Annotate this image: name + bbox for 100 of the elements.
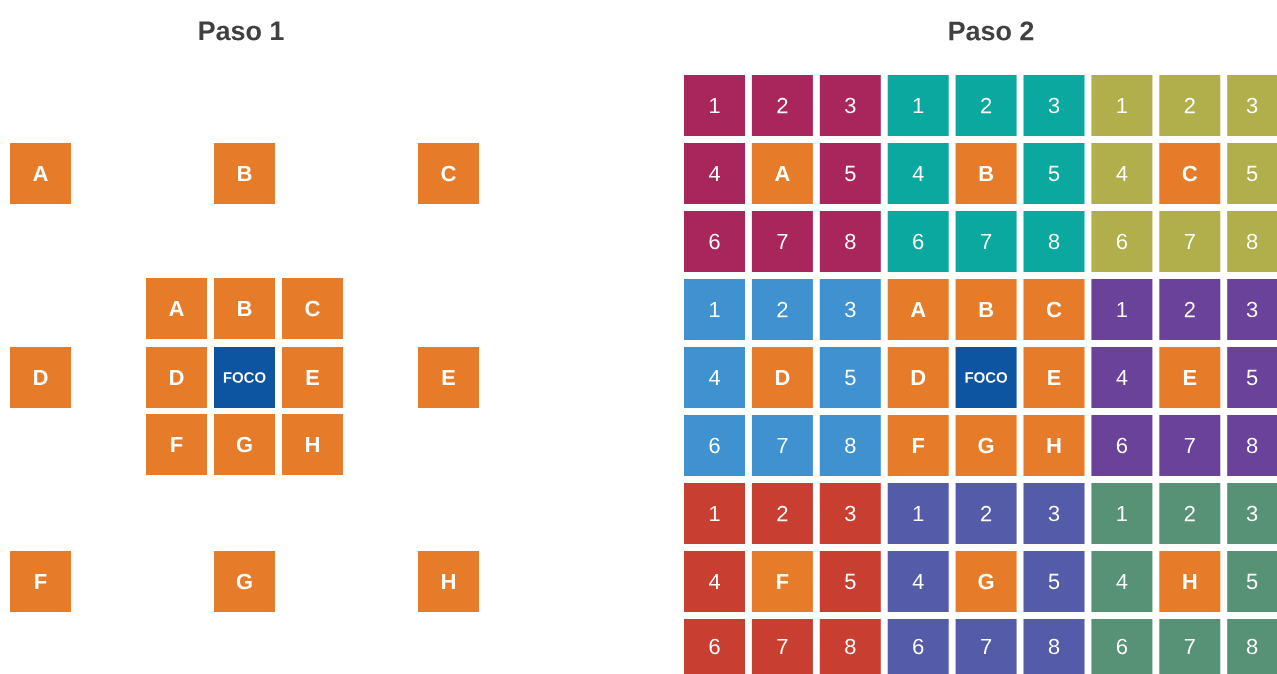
square-tile: 4 [1091,347,1153,408]
square-tile: 7 [955,619,1017,674]
square-tile: E [282,347,343,408]
square-tile: 8 [1227,619,1277,674]
square-tile: D [751,347,813,408]
step-heading: Paso 2 [949,21,1034,41]
square-tile: H [1023,415,1085,476]
square-tile: A [887,279,949,340]
square-tile: 7 [751,211,813,272]
square-tile: D [146,347,207,408]
square-tile: 6 [684,619,745,674]
square-tile: 2 [1159,279,1221,340]
square-tile: 7 [751,619,813,674]
square-tile: C [1159,143,1221,204]
square-tile: F [10,551,71,612]
square-tile: G [955,415,1017,476]
focus-tile: FOCO [214,347,275,408]
square-tile: 7 [955,211,1017,272]
square-tile: G [214,414,275,475]
square-tile: 1 [1091,483,1153,544]
square-tile: 7 [1159,211,1221,272]
square-tile: H [282,414,343,475]
square-tile: 4 [684,551,745,612]
square-tile: 3 [1023,483,1085,544]
square-tile: 7 [1159,415,1221,476]
square-tile: F [146,414,207,475]
square-tile: 1 [684,279,745,340]
square-tile: C [282,278,343,339]
square-tile: 8 [819,415,881,476]
square-tile: 3 [819,279,881,340]
square-tile: G [214,551,275,612]
square-tile: D [887,347,949,408]
square-tile: C [1023,279,1085,340]
square-tile: 5 [1227,551,1277,612]
square-tile: A [146,278,207,339]
square-tile: 1 [684,483,745,544]
square-tile: 3 [1227,279,1277,340]
square-tile: 7 [751,415,813,476]
square-tile: 4 [887,551,949,612]
square-tile: 4 [684,347,745,408]
square-tile: 3 [819,75,881,136]
square-tile: C [418,143,479,204]
square-tile: 4 [1091,143,1153,204]
square-tile: 1 [684,75,745,136]
square-tile: B [214,278,275,339]
square-tile: 2 [751,279,813,340]
square-tile: 3 [1227,75,1277,136]
square-tile: 6 [684,211,745,272]
square-tile: 8 [1227,211,1277,272]
square-tile: G [955,551,1017,612]
square-tile: H [418,551,479,612]
square-tile: 3 [1227,483,1277,544]
square-tile: H [1159,551,1221,612]
square-tile: 6 [1091,211,1153,272]
square-tile: 6 [887,619,949,674]
square-tile: 6 [1091,619,1153,674]
square-tile: 2 [751,483,813,544]
step-heading: Paso 1 [199,21,284,41]
square-tile: E [418,347,479,408]
square-tile: 3 [819,483,881,544]
square-tile: 2 [751,75,813,136]
square-tile: 2 [1159,483,1221,544]
square-tile: 5 [819,347,881,408]
square-tile: F [887,415,949,476]
focus-tile: FOCO [955,347,1017,408]
square-tile: 2 [955,483,1017,544]
square-tile: B [955,143,1017,204]
square-tile: E [1159,347,1221,408]
square-tile: 3 [1023,75,1085,136]
square-tile: 8 [819,619,881,674]
square-tile: 4 [684,143,745,204]
square-tile: 6 [887,211,949,272]
square-tile: 5 [1227,347,1277,408]
square-tile: 2 [1159,75,1221,136]
square-tile: 4 [1091,551,1153,612]
square-tile: 6 [684,415,745,476]
square-tile: D [10,347,71,408]
square-tile: 1 [887,75,949,136]
square-tile: B [955,279,1017,340]
square-tile: A [751,143,813,204]
square-tile: 5 [1023,551,1085,612]
square-tile: 8 [819,211,881,272]
square-tile: E [1023,347,1085,408]
square-tile: 1 [1091,75,1153,136]
square-tile: B [214,143,275,204]
square-tile: 5 [1023,143,1085,204]
square-tile: F [751,551,813,612]
square-tile: 5 [1227,143,1277,204]
square-tile: 8 [1023,619,1085,674]
square-tile: 7 [1159,619,1221,674]
square-tile: 1 [887,483,949,544]
square-tile: A [10,143,71,204]
square-tile: 6 [1091,415,1153,476]
square-tile: 8 [1227,415,1277,476]
square-tile: 2 [955,75,1017,136]
square-tile: 8 [1023,211,1085,272]
square-tile: 5 [819,143,881,204]
square-tile: 5 [819,551,881,612]
square-tile: 4 [887,143,949,204]
square-tile: 1 [1091,279,1153,340]
